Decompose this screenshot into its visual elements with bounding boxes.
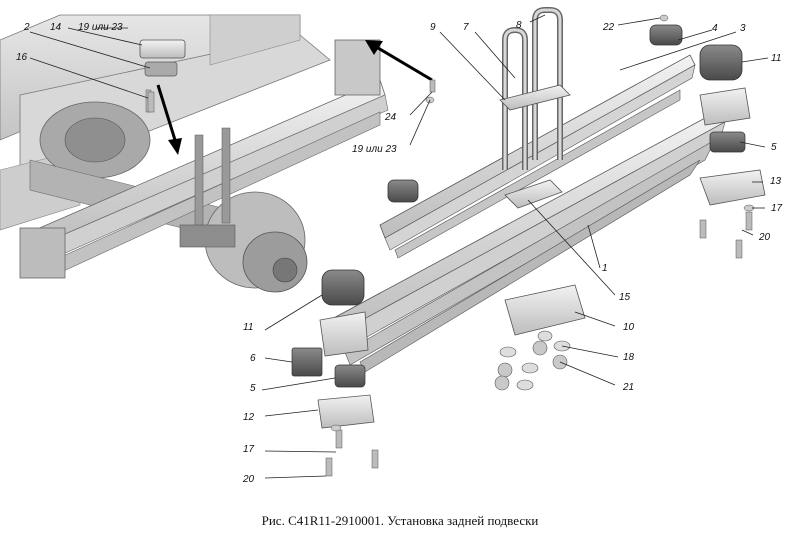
callout-5-left: 5 bbox=[250, 383, 256, 394]
spring-spacer bbox=[504, 179, 563, 209]
callout-11-right: 11 bbox=[771, 53, 781, 64]
callout-18: 18 bbox=[623, 352, 635, 363]
left-mounted-leaf-spring bbox=[19, 39, 389, 279]
nuts-and-washers bbox=[494, 330, 571, 391]
callout-11-left: 11 bbox=[243, 322, 253, 333]
callout-13: 13 bbox=[770, 176, 782, 187]
callout-6: 6 bbox=[250, 353, 256, 364]
callout-19-or-23-mid: 19 или 23 bbox=[352, 144, 397, 155]
pads bbox=[291, 131, 746, 388]
callout-7: 7 bbox=[463, 22, 469, 33]
callout-17-right: 17 bbox=[771, 203, 783, 214]
callout-16: 16 bbox=[16, 52, 28, 63]
callout-9: 9 bbox=[430, 22, 436, 33]
figure-caption: Рис. C41R11-2910001. Установка задней по… bbox=[261, 513, 539, 528]
callout-15: 15 bbox=[619, 292, 631, 303]
callout-3: 3 bbox=[740, 23, 746, 34]
callout-labels: 1 2 3 4 5 5 6 7 8 9 10 11 11 12 13 14 15… bbox=[16, 20, 783, 485]
callout-10: 10 bbox=[623, 322, 635, 333]
callout-19-or-23-top: 19 или 23 bbox=[78, 22, 123, 33]
callout-14: 14 bbox=[50, 22, 62, 33]
spring-brackets bbox=[317, 87, 766, 429]
leader-lines bbox=[29, 14, 769, 479]
callout-4: 4 bbox=[712, 23, 718, 34]
callout-21: 21 bbox=[622, 382, 634, 393]
callout-12: 12 bbox=[243, 412, 255, 423]
bump-stops bbox=[321, 24, 743, 306]
callout-20-right: 20 bbox=[758, 232, 771, 243]
callout-20-left: 20 bbox=[242, 474, 255, 485]
callout-24: 24 bbox=[384, 112, 397, 123]
callout-1: 1 bbox=[602, 263, 608, 274]
assembly-arrows bbox=[156, 40, 433, 155]
callout-2: 2 bbox=[23, 22, 30, 33]
callout-22: 22 bbox=[602, 22, 615, 33]
fasteners bbox=[147, 14, 755, 477]
u-bolt-plate bbox=[499, 84, 571, 111]
callout-8: 8 bbox=[516, 20, 522, 31]
callout-5-right: 5 bbox=[771, 142, 777, 153]
u-bolts bbox=[502, 7, 563, 170]
callout-17-left: 17 bbox=[243, 444, 255, 455]
